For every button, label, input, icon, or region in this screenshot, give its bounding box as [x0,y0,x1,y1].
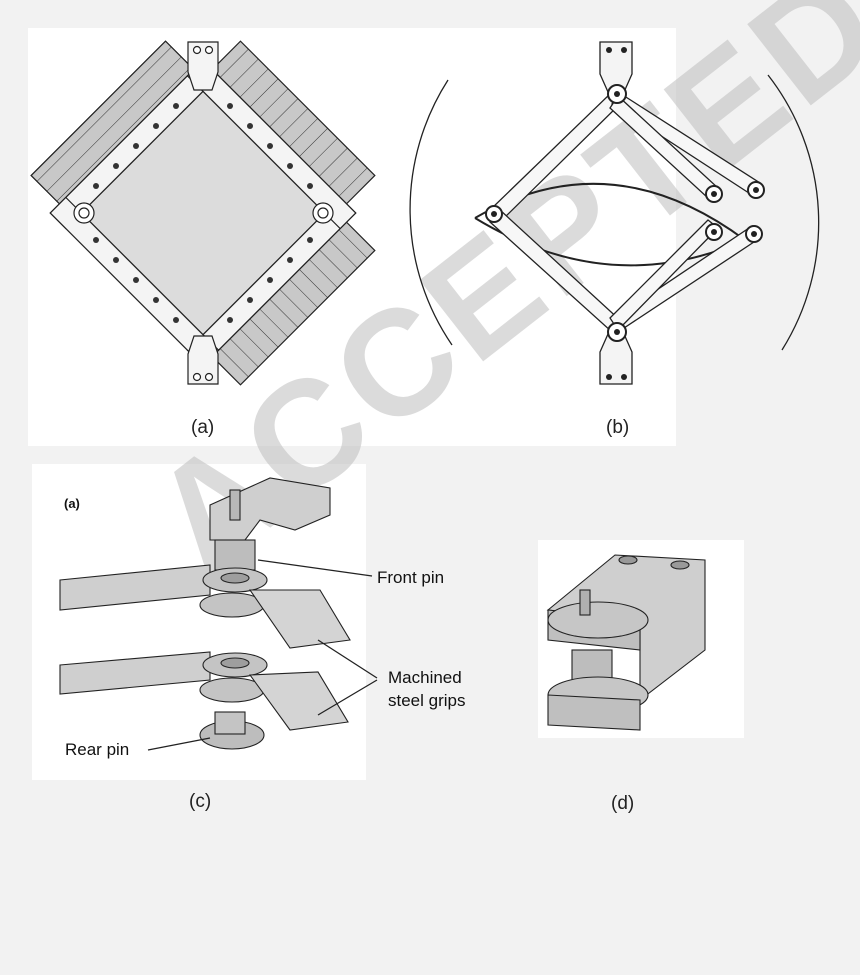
callout-front-pin: Front pin [377,568,445,587]
label-b: (b) [606,417,630,438]
callout-machined: Machined [388,668,462,687]
callout-rear-pin: Rear pin [65,740,130,759]
inset-label-a: (a) [64,496,80,511]
label-a: (a) [191,417,215,438]
label-c: (c) [189,791,212,812]
callout-steel-grips: steel grips [388,691,466,710]
exploded-grip-assembly [59,477,378,751]
linkage-kinematics [409,41,820,385]
label-d: (d) [611,793,635,814]
cruciform-fixture [30,40,376,386]
assembled-grip [546,554,706,731]
